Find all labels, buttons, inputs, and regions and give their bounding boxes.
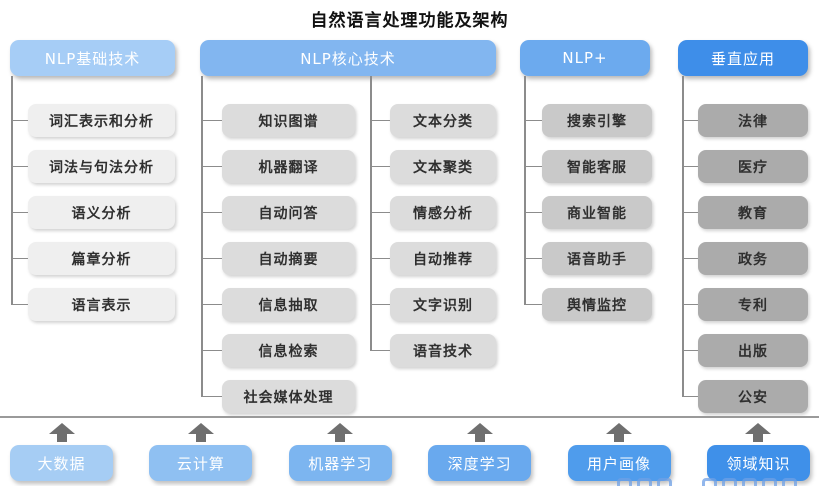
diagram-node: 商业智能 [524, 196, 652, 229]
foundation-cell: 深度学习 [428, 423, 532, 481]
diagram-node: 公安 [682, 380, 808, 413]
diagram-node: 搜索引擎 [524, 104, 652, 137]
column-header-nlp-plus: NLP+ [520, 40, 650, 76]
diagram-node: 自动摘要 [201, 242, 355, 275]
up-arrow-icon [745, 423, 772, 442]
page-title: 自然语言处理功能及架构 [310, 11, 509, 31]
diagram-node: 语义分析 [11, 196, 175, 229]
diagram-node: 文本聚类 [370, 150, 496, 183]
diagram-node: 机器翻译 [201, 150, 355, 183]
diagram-node: 智能客服 [524, 150, 652, 183]
foundation-box: 用户画像 [567, 445, 671, 481]
diagram-node: 自动推荐 [370, 242, 496, 275]
diagram-node: 文字识别 [370, 288, 496, 321]
nlp-core-items-right: 文本分类文本聚类情感分析自动推荐文字识别语音技术 [370, 104, 496, 380]
diagram-node: 语音技术 [370, 334, 496, 367]
foundation-row: 大数据 云计算 机器学习 [0, 423, 819, 481]
diagram-node: 政务 [682, 242, 808, 275]
diagram-node: 舆情监控 [524, 288, 652, 321]
connector-line-core-right [370, 76, 372, 350]
foundation-box: 深度学习 [428, 445, 532, 481]
diagram-node: 医疗 [682, 150, 808, 183]
foundation-divider-line [0, 416, 819, 418]
column-header-vertical-apps: 垂直应用 [678, 40, 808, 76]
diagram-node: 信息抽取 [201, 288, 355, 321]
up-arrow-icon [606, 423, 633, 442]
nlp-core-items-left: 知识图谱机器翻译自动问答自动摘要信息抽取信息检索社会媒体处理 [201, 104, 355, 426]
up-arrow-icon [48, 423, 75, 442]
diagram-node: 词汇表示和分析 [11, 104, 175, 137]
diagram-node: 情感分析 [370, 196, 496, 229]
connector-line-basic [11, 76, 13, 305]
foundation-cell: 云计算 [149, 423, 253, 481]
connector-line-vertical-apps [682, 76, 684, 396]
up-arrow-icon [466, 423, 493, 442]
up-arrow-icon [187, 423, 214, 442]
connector-line-nlp-plus [524, 76, 526, 305]
connector-line-core-left [201, 76, 203, 396]
column-header-nlp-core: NLP核心技术 [200, 40, 496, 76]
watermark-fragment [702, 478, 814, 486]
diagram-node: 专利 [682, 288, 808, 321]
foundation-cell: 领域知识 [706, 423, 810, 481]
diagram-node: 自动问答 [201, 196, 355, 229]
foundation-box: 机器学习 [288, 445, 392, 481]
diagram-node: 文本分类 [370, 104, 496, 137]
foundation-cell: 用户画像 [567, 423, 671, 481]
diagram-node: 语音助手 [524, 242, 652, 275]
diagram-node: 社会媒体处理 [201, 380, 355, 413]
diagram-node: 法律 [682, 104, 808, 137]
diagram-node: 信息检索 [201, 334, 355, 367]
diagram-node: 词法与句法分析 [11, 150, 175, 183]
foundation-cell: 大数据 [10, 423, 113, 481]
foundation-box: 领域知识 [706, 445, 810, 481]
foundation-box: 云计算 [149, 445, 253, 481]
watermark-fragment [617, 478, 689, 486]
nlp-plus-items: 搜索引擎智能客服商业智能语音助手舆情监控 [524, 104, 652, 334]
diagram-node: 知识图谱 [201, 104, 355, 137]
column-header-nlp-basic: NLP基础技术 [10, 40, 175, 76]
nlp-basic-items: 词汇表示和分析词法与句法分析语义分析篇章分析语言表示 [11, 104, 175, 334]
diagram-node: 篇章分析 [11, 242, 175, 275]
foundation-box: 大数据 [10, 445, 113, 481]
diagram-node: 出版 [682, 334, 808, 367]
up-arrow-icon [327, 423, 354, 442]
diagram-node: 教育 [682, 196, 808, 229]
foundation-cell: 机器学习 [288, 423, 392, 481]
vertical-apps-items: 法律医疗教育政务专利出版公安 [682, 104, 808, 426]
diagram-node: 语言表示 [11, 288, 175, 321]
